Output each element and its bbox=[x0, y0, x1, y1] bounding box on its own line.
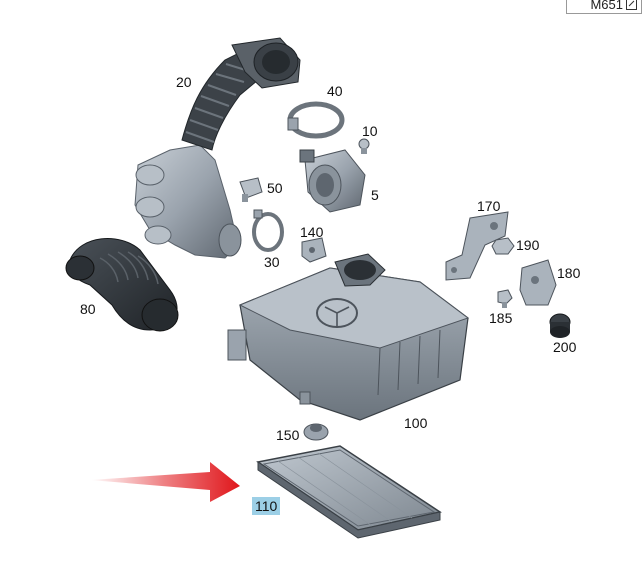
label-part-10: 10 bbox=[362, 123, 378, 139]
part-170-bracket bbox=[445, 211, 509, 281]
label-part-30: 30 bbox=[264, 254, 280, 270]
model-tag: M651 bbox=[566, 0, 642, 14]
label-part-100: 100 bbox=[404, 415, 428, 431]
part-20-intake-duct bbox=[134, 37, 301, 259]
part-80-intake-hose bbox=[65, 238, 179, 332]
part-110-air-filter-element bbox=[256, 445, 442, 539]
label-part-50: 50 bbox=[267, 180, 283, 196]
label-part-5: 5 bbox=[371, 187, 379, 203]
label-part-80: 80 bbox=[80, 301, 96, 317]
edit-icon[interactable] bbox=[626, 0, 637, 10]
label-part-180: 180 bbox=[557, 265, 581, 281]
label-part-20: 20 bbox=[176, 74, 192, 90]
label-part-185: 185 bbox=[489, 310, 513, 326]
part-50-connector bbox=[239, 177, 263, 202]
label-part-40: 40 bbox=[327, 83, 343, 99]
part-30-clamp-ring bbox=[252, 209, 284, 252]
part-100-air-filter-housing bbox=[227, 253, 470, 421]
model-tag-text: M651 bbox=[590, 0, 623, 12]
part-150-rubber-mount bbox=[303, 423, 329, 441]
part-190-nut bbox=[491, 237, 515, 255]
part-40-hose-clamp bbox=[287, 101, 345, 139]
label-part-170: 170 bbox=[477, 198, 501, 214]
part-5-air-mass-sensor bbox=[299, 149, 366, 213]
indicator-arrow-icon bbox=[90, 462, 240, 502]
label-part-190: 190 bbox=[516, 237, 540, 253]
label-part-140: 140 bbox=[300, 224, 324, 240]
part-185-bolt bbox=[497, 289, 513, 308]
label-part-110-highlighted: 110 bbox=[252, 497, 281, 515]
part-180-bracket bbox=[519, 259, 557, 306]
part-10-screw bbox=[358, 138, 370, 154]
label-part-200: 200 bbox=[553, 339, 577, 355]
label-part-150: 150 bbox=[276, 427, 300, 443]
part-200-grommet bbox=[549, 313, 571, 338]
part-140-bracket bbox=[301, 237, 327, 263]
